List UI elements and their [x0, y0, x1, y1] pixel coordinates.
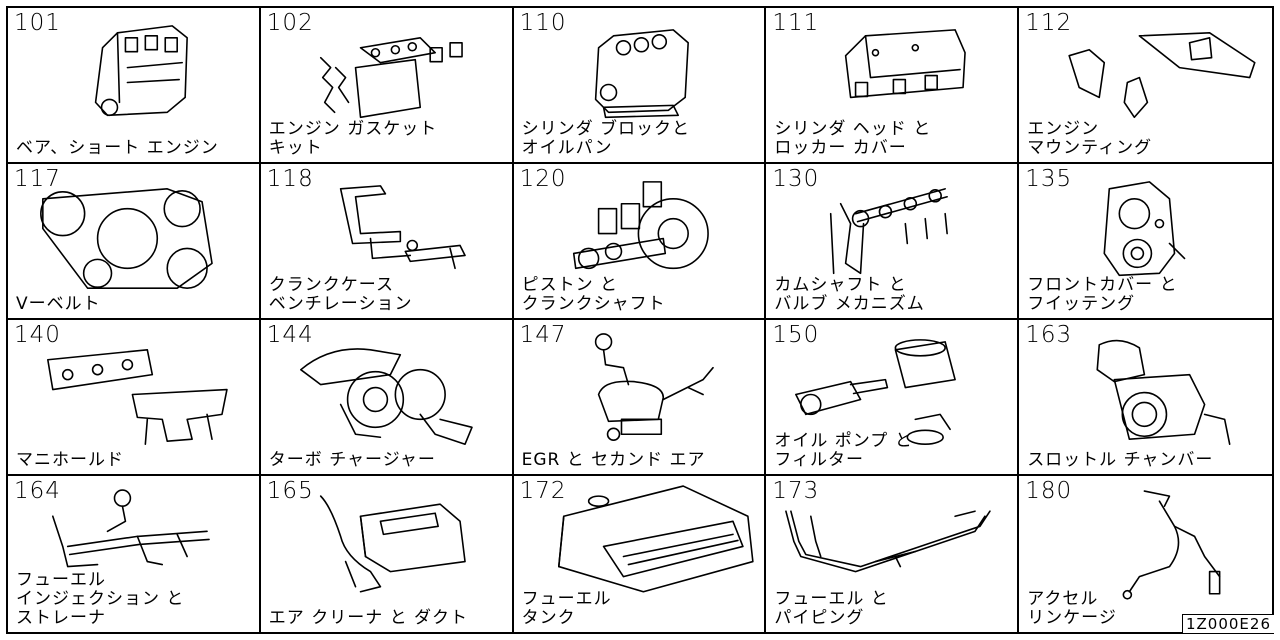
- part-group-110[interactable]: 110 シリンダ ブロックと オイルパン: [513, 8, 767, 164]
- part-group-name: Vーベルト: [16, 294, 101, 314]
- engine-block-icon: [94, 25, 188, 117]
- part-group-name: カムシャフト と バルブ メカニズム: [774, 275, 925, 314]
- engine-mount-icon: [1068, 32, 1256, 119]
- air-cleaner-icon: [319, 495, 466, 593]
- part-group-code: 135: [1025, 166, 1073, 192]
- throttle-chamber-icon: [1096, 339, 1231, 445]
- part-group-164[interactable]: 164 フューエル インジェクション と ストレーナ: [8, 476, 261, 632]
- part-group-code: 118: [266, 166, 314, 192]
- fuel-tank-icon: [557, 485, 754, 593]
- part-group-name: マニホールド: [16, 450, 124, 470]
- part-group-180[interactable]: 180 アクセル リンケージ: [1019, 476, 1272, 632]
- part-group-code: 173: [772, 478, 820, 504]
- part-group-code: 101: [14, 10, 61, 36]
- part-group-code: 150: [772, 322, 820, 348]
- part-group-code: 120: [519, 166, 567, 192]
- part-group-code: 164: [14, 478, 61, 504]
- camshaft-icon: [830, 188, 949, 275]
- part-group-150[interactable]: 150 オイル ポンプ と フィルター: [766, 320, 1020, 476]
- manifold-icon: [47, 349, 228, 445]
- part-group-name: フューエル と パイピング: [774, 589, 889, 628]
- egr-valve-icon: [594, 333, 714, 442]
- part-group-name: シリンダ ブロックと オイルパン: [521, 119, 690, 158]
- part-group-120[interactable]: 120 ピストン と クランクシャフト: [513, 164, 767, 320]
- part-group-name: アクセル リンケージ: [1027, 589, 1117, 628]
- part-group-code: 111: [772, 10, 820, 36]
- parts-grid: 101 ベア、ショート エンジン 102 エンジン ガスケット キット 110 シリンダ …: [6, 6, 1274, 634]
- part-group-163[interactable]: 163 スロットル チャンバー: [1019, 320, 1272, 476]
- part-group-code: 144: [266, 322, 314, 348]
- part-group-118[interactable]: 118 クランクケース ベンチレーション: [260, 164, 514, 320]
- turbocharger-icon: [299, 348, 473, 445]
- part-group-165[interactable]: 165 エア クリーナ と ダクト: [261, 476, 514, 632]
- part-group-code: 140: [14, 322, 61, 348]
- front-cover-icon: [1103, 181, 1186, 277]
- fuel-injection-icon: [51, 489, 210, 568]
- part-group-code: 112: [1025, 10, 1073, 36]
- part-group-name: クランクケース ベンチレーション: [268, 275, 413, 314]
- part-group-111[interactable]: 111 シリンダ ヘッド と ロッカー カバー: [766, 8, 1020, 164]
- fuel-piping-icon: [785, 510, 992, 573]
- part-group-code: 130: [772, 166, 820, 192]
- part-group-172[interactable]: 172 フューエル タンク: [514, 476, 767, 632]
- piston-crankshaft-icon: [572, 181, 709, 270]
- part-group-name: フューエル タンク: [521, 589, 612, 628]
- part-group-140[interactable]: 140 マニホールド: [8, 320, 261, 476]
- cylinder-head-icon: [845, 29, 967, 99]
- crankcase-hose-icon: [339, 185, 466, 270]
- gasket-kit-icon: [319, 37, 463, 119]
- part-group-code: 117: [14, 166, 61, 192]
- part-group-code: 172: [519, 478, 567, 504]
- part-group-112[interactable]: 112 エンジン マウンティング: [1019, 8, 1272, 164]
- part-group-name: ピストン と クランクシャフト: [521, 275, 666, 314]
- v-belt-icon: [40, 188, 213, 289]
- part-group-name: ベア、ショート エンジン: [16, 138, 219, 158]
- part-group-101[interactable]: 101 ベア、ショート エンジン: [8, 8, 261, 164]
- part-group-name: スロットル チャンバー: [1027, 450, 1214, 470]
- part-group-name: エア クリーナ と ダクト: [268, 608, 469, 628]
- cylinder-block-icon: [594, 29, 689, 119]
- part-group-135[interactable]: 135 フロントカバー と フイッテング: [1019, 164, 1272, 320]
- part-group-code: 102: [266, 10, 314, 36]
- part-group-name: エンジン マウンティング: [1027, 119, 1153, 158]
- diagram-reference-code: 1Z000E26: [1181, 614, 1274, 633]
- accelerator-linkage-icon: [1122, 490, 1221, 600]
- part-group-code: 163: [1025, 322, 1073, 348]
- part-group-name: EGR と セカンド エア: [521, 450, 706, 470]
- part-group-code: 165: [266, 478, 314, 504]
- part-group-code: 180: [1025, 478, 1073, 504]
- part-group-name: オイル ポンプ と フィルター: [774, 431, 913, 470]
- part-group-name: ターボ チャージャー: [268, 450, 436, 470]
- part-group-144[interactable]: 144 ターボ チャージャー: [260, 320, 514, 476]
- oil-pump-filter-icon: [795, 339, 957, 445]
- part-group-130[interactable]: 130 カムシャフト と バルブ メカニズム: [766, 164, 1020, 320]
- part-group-102[interactable]: 102 エンジン ガスケット キット: [260, 8, 514, 164]
- part-group-173[interactable]: 173 フューエル と パイピング: [766, 476, 1020, 632]
- part-group-code: 110: [519, 10, 567, 36]
- part-group-name: エンジン ガスケット キット: [268, 119, 438, 158]
- part-group-name: フューエル インジェクション と ストレーナ: [16, 570, 185, 628]
- part-group-code: 147: [519, 322, 567, 348]
- part-group-name: シリンダ ヘッド と ロッカー カバー: [774, 119, 932, 158]
- part-group-name: フロントカバー と フイッテング: [1027, 275, 1178, 314]
